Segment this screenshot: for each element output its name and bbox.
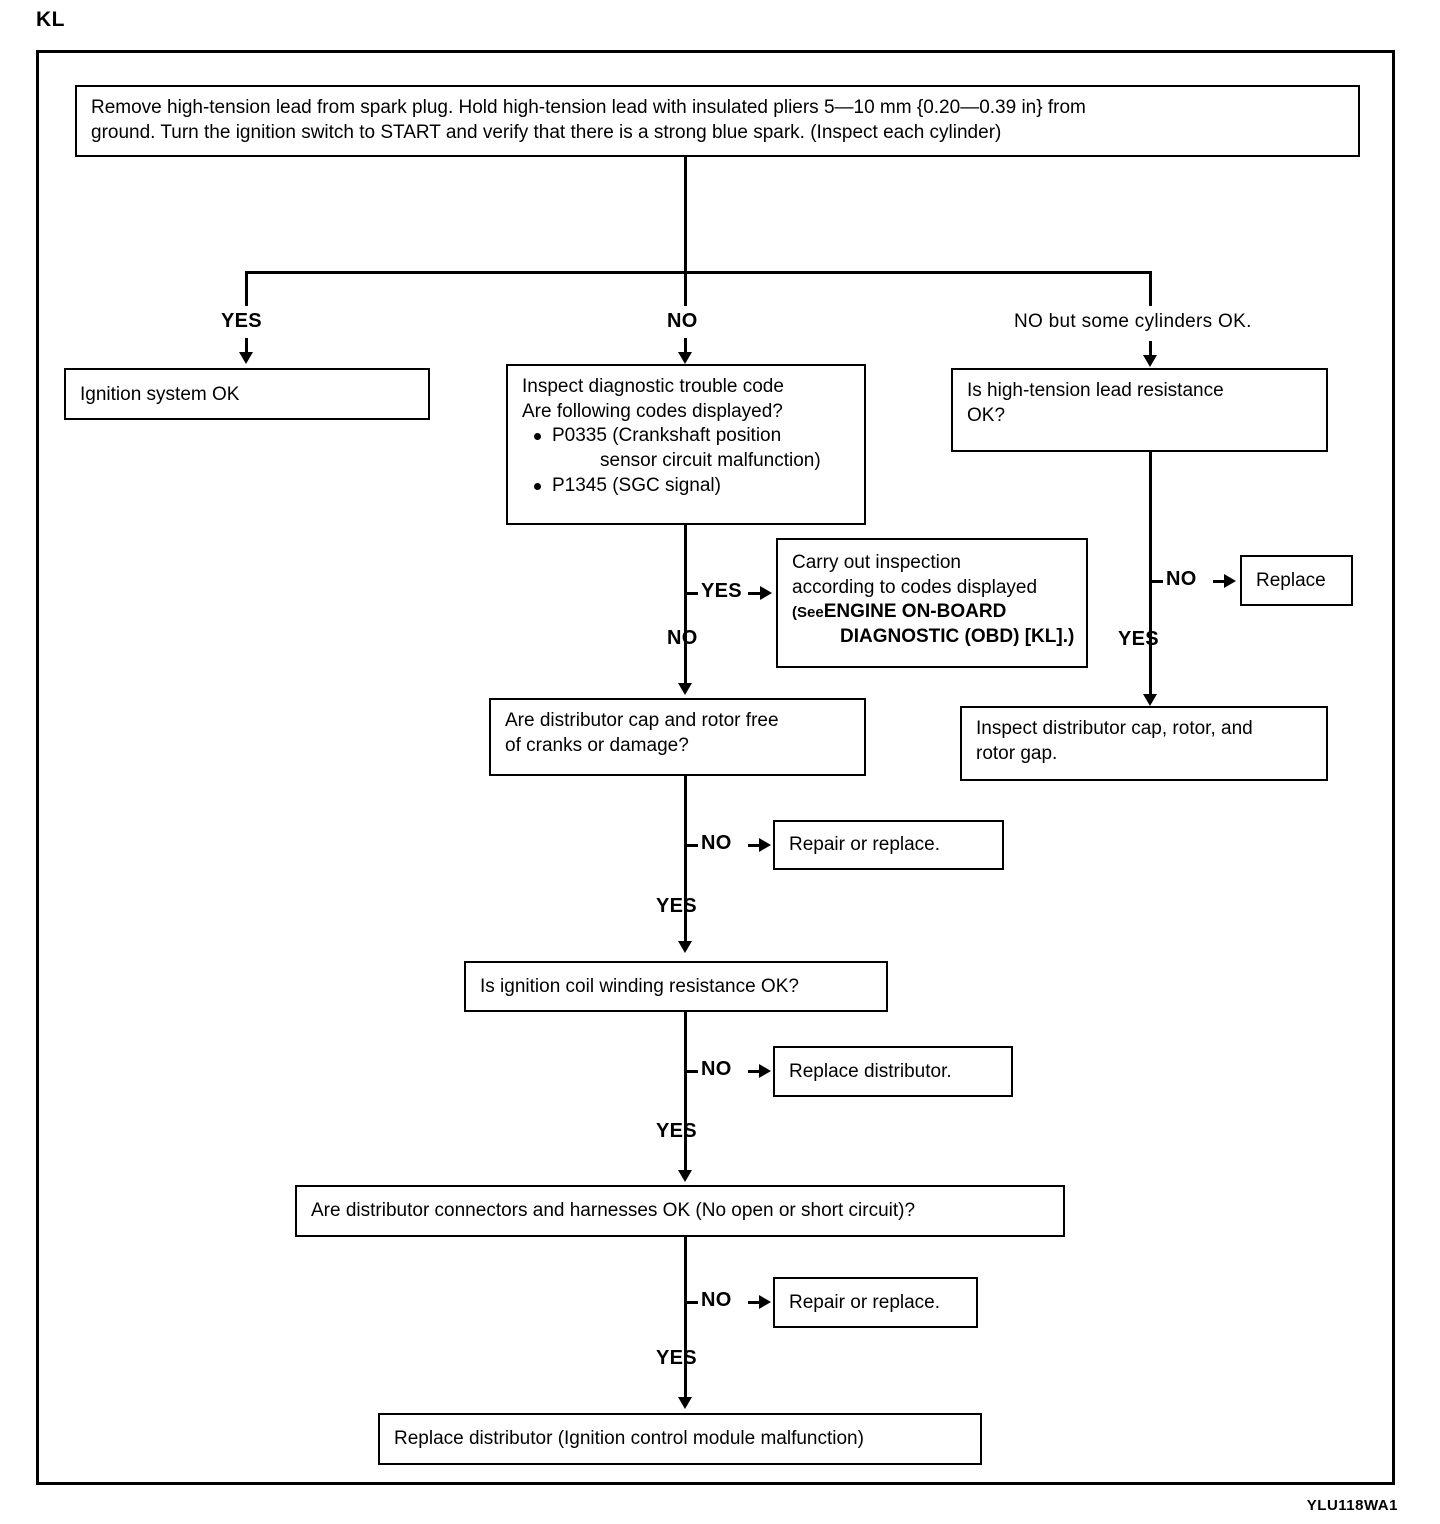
dtc-code-p1345: P1345 (SGC signal) xyxy=(522,474,852,499)
carry-out-line2: according to codes displayed xyxy=(792,576,1038,598)
figure-code-label: YLU118WA1 xyxy=(1306,1497,1398,1514)
connector-conn-no-lead xyxy=(748,1301,760,1304)
connector-dtc-yes-tick xyxy=(684,592,698,595)
branch-label-ht-yes: YES xyxy=(1118,628,1159,650)
node-coil-winding-resistance: Is ignition coil winding resistance OK? xyxy=(464,961,888,1012)
branch-label-no-top: NO xyxy=(667,310,698,332)
node-replace-distributor-final: Replace distributor (Ignition control mo… xyxy=(378,1413,982,1465)
repair2-text: Repair or replace. xyxy=(789,1292,941,1313)
connector-cap-no-lead xyxy=(748,844,760,847)
connector-conn-vertical xyxy=(684,1237,687,1397)
dtc-line2: Are following codes displayed? xyxy=(522,400,783,422)
node-inspect-distributor-cap: Inspect distributor cap, rotor, and roto… xyxy=(960,706,1328,781)
dtc-p1345-text: P1345 (SGC signal) xyxy=(552,474,721,496)
node-ignition-system-ok: Ignition system OK xyxy=(64,368,430,420)
connector-coil-no-lead xyxy=(748,1070,760,1073)
branch-label-coil-yes: YES xyxy=(656,1120,697,1142)
connector-conn-no-tick xyxy=(684,1301,698,1304)
connector-ht-vertical xyxy=(1149,452,1152,694)
connectors-text: Are distributor connectors and harnesses… xyxy=(311,1200,916,1221)
arrowhead-final xyxy=(678,1397,692,1409)
ht-lead-line2: OK? xyxy=(967,404,1006,426)
carry-out-see-prefix: (See xyxy=(792,604,824,622)
arrowhead-replace-dist1 xyxy=(759,1064,771,1078)
arrowhead-ht-lead xyxy=(1143,355,1157,367)
node-repair-or-replace-cap: Repair or replace. xyxy=(773,820,1004,870)
arrowhead-replace xyxy=(1224,574,1236,588)
connector-branch-bar xyxy=(245,271,1152,274)
node-distributor-connectors: Are distributor connectors and harnesses… xyxy=(295,1185,1065,1237)
carry-out-obd-ref: ENGINE ON-BOARD xyxy=(823,601,1007,623)
inspect-cap-line2: rotor gap. xyxy=(976,742,1058,764)
final-text: Replace distributor (Ignition control mo… xyxy=(394,1428,864,1449)
ignition-ok-text: Ignition system OK xyxy=(80,384,240,405)
connector-ht-no-lead xyxy=(1213,580,1225,583)
connector-start-stem xyxy=(684,157,687,273)
node-high-tension-lead-resistance: Is high-tension lead resistance OK? xyxy=(951,368,1328,452)
branch-label-cap-no: NO xyxy=(701,832,732,854)
carry-out-line4: DIAGNOSTIC (OBD) [KL].) xyxy=(840,626,1075,648)
cap-rotor-line1: Are distributor cap and rotor free xyxy=(505,710,779,731)
branch-label-dtc-yes: YES xyxy=(701,580,742,602)
dtc-code-p0335: P0335 (Crankshaft position sensor circui… xyxy=(522,424,852,473)
connector-no-tail xyxy=(684,338,687,356)
replace-dist1-text: Replace distributor. xyxy=(789,1061,952,1082)
arrowhead-dtc xyxy=(678,352,692,364)
node-replace: Replace xyxy=(1240,555,1353,606)
arrowhead-ignition-ok xyxy=(239,352,253,364)
node-inspect-dtc: Inspect diagnostic trouble code Are foll… xyxy=(506,364,866,525)
branch-label-ht-no: NO xyxy=(1166,568,1197,590)
connector-coil-no-tick xyxy=(684,1070,698,1073)
dtc-p0335-text: P0335 (Crankshaft position xyxy=(552,425,782,447)
diagram-frame xyxy=(36,50,1395,1485)
connector-yes-tail xyxy=(245,338,248,356)
branch-label-coil-no: NO xyxy=(701,1058,732,1080)
arrowhead-carry-out xyxy=(760,586,772,600)
connector-dtc-vertical xyxy=(684,525,687,683)
carry-out-line1: Carry out inspection xyxy=(792,552,961,573)
arrowhead-repair2 xyxy=(759,1295,771,1309)
node-carry-out-inspection: Carry out inspection according to codes … xyxy=(776,538,1088,668)
connector-cap-no-tick xyxy=(684,844,698,847)
cap-rotor-line2: of cranks or damage? xyxy=(505,734,689,756)
repair1-text: Repair or replace. xyxy=(789,834,941,855)
dtc-line1: Inspect diagnostic trouble code xyxy=(522,376,784,397)
connector-partial-tail xyxy=(1149,341,1152,359)
arrowhead-cap-rotor xyxy=(678,683,692,695)
spark-test-line1: Remove high-tension lead from spark plug… xyxy=(91,97,1086,118)
node-repair-or-replace-harness: Repair or replace. xyxy=(773,1277,978,1328)
section-label: KL xyxy=(36,8,65,31)
dtc-code-list: P0335 (Crankshaft position sensor circui… xyxy=(522,424,852,498)
spark-test-line2: ground. Turn the ignition switch to STAR… xyxy=(91,121,1002,143)
inspect-cap-line1: Inspect distributor cap, rotor, and xyxy=(976,718,1253,739)
arrowhead-coil xyxy=(678,941,692,953)
arrowhead-connectors xyxy=(678,1170,692,1182)
branch-label-yes-top: YES xyxy=(221,310,262,332)
branch-label-dtc-no: NO xyxy=(667,627,698,649)
connector-dtc-yes-lead xyxy=(748,592,762,595)
branch-label-cap-yes: YES xyxy=(656,895,697,917)
branch-label-conn-no: NO xyxy=(701,1289,732,1311)
branch-label-no-some-cylinders: NO but some cylinders OK. xyxy=(1014,311,1252,332)
dtc-p0335-text-cont: sensor circuit malfunction) xyxy=(600,450,821,472)
connector-cap-vertical xyxy=(684,776,687,941)
coil-text: Is ignition coil winding resistance OK? xyxy=(480,976,799,997)
connector-ht-no-tick xyxy=(1149,580,1163,583)
arrowhead-repair1 xyxy=(759,838,771,852)
connector-partial-drop xyxy=(1149,271,1152,306)
connector-yes-drop xyxy=(245,271,248,306)
arrowhead-inspect-cap xyxy=(1143,694,1157,706)
node-spark-test: Remove high-tension lead from spark plug… xyxy=(75,85,1360,157)
ht-lead-line1: Is high-tension lead resistance xyxy=(967,380,1224,401)
node-replace-distributor-coil: Replace distributor. xyxy=(773,1046,1013,1097)
node-cap-rotor-condition: Are distributor cap and rotor free of cr… xyxy=(489,698,866,776)
connector-coil-vertical xyxy=(684,1012,687,1170)
replace-text: Replace xyxy=(1256,570,1326,591)
connector-no-drop xyxy=(684,271,687,306)
carry-out-line3: (SeeENGINE ON-BOARD xyxy=(792,600,1074,625)
branch-label-conn-yes: YES xyxy=(656,1347,697,1369)
